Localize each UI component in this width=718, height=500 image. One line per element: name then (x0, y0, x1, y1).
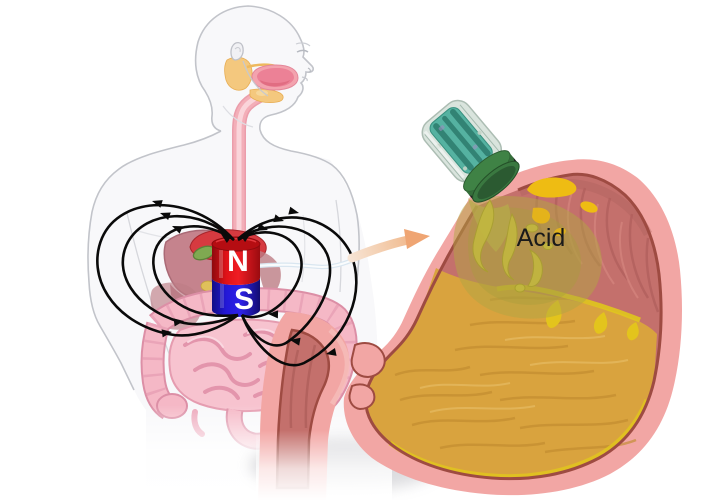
field-line-loop-left-2 (121, 214, 239, 326)
magnet-south-label: S (234, 283, 254, 316)
magnet-north-label: N (227, 245, 249, 278)
stomach-in-body-right (256, 250, 281, 298)
shoulder-left-outline (87, 130, 222, 391)
field-line-loop-right-1 (237, 231, 303, 319)
zoom-arrow (347, 229, 430, 263)
capsule-highlight (423, 130, 465, 179)
capsule-bubble-3 (463, 166, 468, 171)
capsule-frame-left (424, 134, 465, 183)
magnet-top-face (211, 236, 261, 252)
acid-drip-2 (593, 312, 608, 334)
ear-inner (234, 47, 241, 53)
field-line-loop-right-3 (237, 216, 358, 367)
chest-line-right (301, 214, 306, 283)
lip-line (301, 76, 308, 82)
magnet-north-pole (212, 244, 260, 285)
nostril (307, 67, 311, 73)
stomach-lining-line (364, 172, 663, 481)
capsule-cap-end (477, 165, 516, 200)
tube-highlight (328, 328, 350, 406)
field-line-loop-left-3 (96, 203, 239, 337)
armpit-seam-right (335, 199, 342, 293)
ear (230, 41, 244, 61)
magnet: N S (211, 236, 261, 317)
jaw-line (242, 60, 269, 97)
magnet-top-highlight (215, 238, 257, 243)
field-line-loop-left-1 (152, 225, 239, 318)
capsule-device (421, 99, 520, 203)
acid-drip-3 (626, 322, 639, 341)
capsule-cap (463, 150, 520, 203)
capsule-bubble-2 (477, 130, 482, 135)
head-outline (194, 5, 314, 132)
face-details (230, 41, 311, 82)
shoulder-right-outline (259, 129, 360, 296)
rugae-fluid-light (419, 335, 629, 413)
pyloric-fold-upper (350, 342, 386, 379)
pyloric-fold-lower (348, 383, 376, 411)
capsule-battery-stripes (433, 109, 491, 171)
eye-closed (296, 49, 309, 53)
acid-bottom-rim (388, 399, 650, 480)
neck-line (222, 105, 254, 128)
stomach-zoomed (343, 159, 682, 496)
acid-splash-yellow-blobs (527, 177, 598, 237)
acid-splash-streams (472, 199, 554, 293)
acid-label: Acid (517, 224, 566, 252)
eyebrow (295, 42, 311, 47)
tongue (260, 80, 290, 87)
magnet-south-pole (212, 278, 260, 317)
capsule-accent-1 (438, 125, 445, 131)
magnetic-field-lines (96, 197, 358, 367)
capsule-accent-2 (472, 144, 478, 150)
oral-cavity (251, 64, 299, 91)
capsule-frame-right (459, 104, 501, 153)
zoom-arrowhead-icon (404, 229, 430, 249)
field-line-loop-right-2 (237, 225, 332, 347)
zoom-arrow-shaft (347, 235, 413, 263)
